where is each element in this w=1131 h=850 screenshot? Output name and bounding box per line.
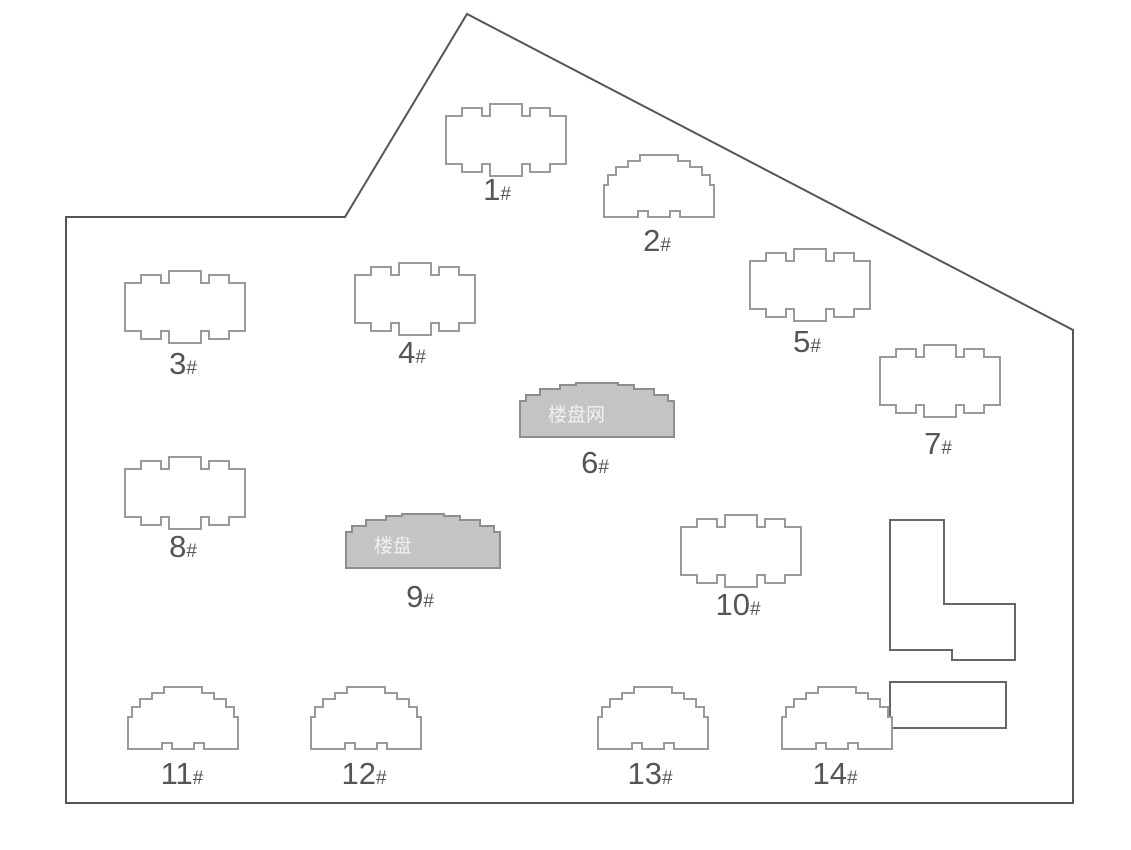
- building-suffix: #: [810, 336, 821, 357]
- building-footprint-4[interactable]: [354, 262, 476, 336]
- building-number: 14: [812, 756, 846, 791]
- building-footprint-13[interactable]: [597, 686, 709, 750]
- building-8[interactable]: 8#: [124, 456, 246, 564]
- building-number: 10: [715, 587, 749, 622]
- building-4[interactable]: 4#: [354, 262, 476, 370]
- building-1[interactable]: 1#: [445, 103, 567, 207]
- building-number: 3: [169, 346, 186, 381]
- building-label-11: 11#: [161, 756, 204, 791]
- building-footprint-9[interactable]: [345, 513, 501, 569]
- watermark-text: 楼盘: [374, 535, 412, 557]
- building-number: 2: [643, 223, 660, 258]
- building-number: 9: [406, 579, 423, 614]
- building-10[interactable]: 10#: [680, 514, 802, 622]
- building-number: 4: [398, 335, 415, 370]
- watermark-text: 楼盘网: [548, 404, 605, 426]
- building-number: 13: [627, 756, 661, 791]
- building-label-2: 2#: [643, 223, 671, 258]
- building-suffix: #: [186, 541, 197, 562]
- building-footprint-2[interactable]: [603, 154, 715, 218]
- building-footprint-10[interactable]: [680, 514, 802, 588]
- building-label-9: 9#: [406, 579, 434, 614]
- building-number: 7: [924, 426, 941, 461]
- building-number: 11: [161, 756, 193, 791]
- building-footprint-14[interactable]: [781, 686, 893, 750]
- building-suffix: #: [941, 438, 952, 459]
- building-suffix: #: [662, 768, 673, 789]
- building-footprint-3[interactable]: [124, 270, 246, 344]
- building-13[interactable]: 13#: [597, 686, 709, 791]
- building-label-13: 13#: [627, 756, 672, 791]
- building-label-10: 10#: [715, 587, 760, 622]
- building-suffix: #: [423, 591, 434, 612]
- building-suffix: #: [376, 768, 387, 789]
- building-2[interactable]: 2#: [603, 154, 715, 258]
- building-suffix: #: [847, 768, 858, 789]
- building-footprint-12[interactable]: [310, 686, 422, 750]
- building-number: 5: [793, 324, 810, 359]
- building-9[interactable]: 楼盘 9#: [345, 513, 501, 614]
- building-label-5: 5#: [793, 324, 821, 359]
- building-number: 6: [581, 445, 598, 480]
- building-label-7: 7#: [924, 426, 952, 461]
- building-label-3: 3#: [169, 346, 197, 381]
- building-footprint-11[interactable]: [127, 686, 239, 750]
- building-suffix: #: [415, 347, 426, 368]
- annex-l-block: [889, 519, 1016, 661]
- building-label-4: 4#: [398, 335, 426, 370]
- building-11[interactable]: 11#: [127, 686, 239, 791]
- building-label-8: 8#: [169, 529, 197, 564]
- building-label-1: 1#: [483, 172, 511, 207]
- building-14[interactable]: 14#: [781, 686, 893, 791]
- building-footprint-1[interactable]: [445, 103, 567, 177]
- building-footprint-5[interactable]: [749, 248, 871, 322]
- building-suffix: #: [186, 358, 197, 379]
- building-footprint-8[interactable]: [124, 456, 246, 530]
- building-number: 1: [483, 172, 500, 207]
- building-3[interactable]: 3#: [124, 270, 246, 381]
- annex-layer: [889, 519, 1016, 729]
- building-label-14: 14#: [812, 756, 857, 791]
- building-suffix: #: [750, 599, 761, 620]
- building-footprint-6[interactable]: [519, 382, 675, 438]
- building-suffix: #: [598, 457, 609, 478]
- building-7[interactable]: 7#: [879, 344, 1001, 461]
- annex-rectangle: [889, 681, 1007, 729]
- building-label-12: 12#: [341, 756, 386, 791]
- building-6[interactable]: 楼盘网 6#: [519, 382, 675, 480]
- building-suffix: #: [193, 768, 204, 789]
- building-5[interactable]: 5#: [749, 248, 871, 359]
- building-suffix: #: [500, 184, 511, 205]
- building-footprint-7[interactable]: [879, 344, 1001, 418]
- building-12[interactable]: 12#: [310, 686, 422, 791]
- building-suffix: #: [660, 235, 671, 256]
- building-number: 12: [341, 756, 375, 791]
- building-label-6: 6#: [581, 445, 609, 480]
- building-number: 8: [169, 529, 186, 564]
